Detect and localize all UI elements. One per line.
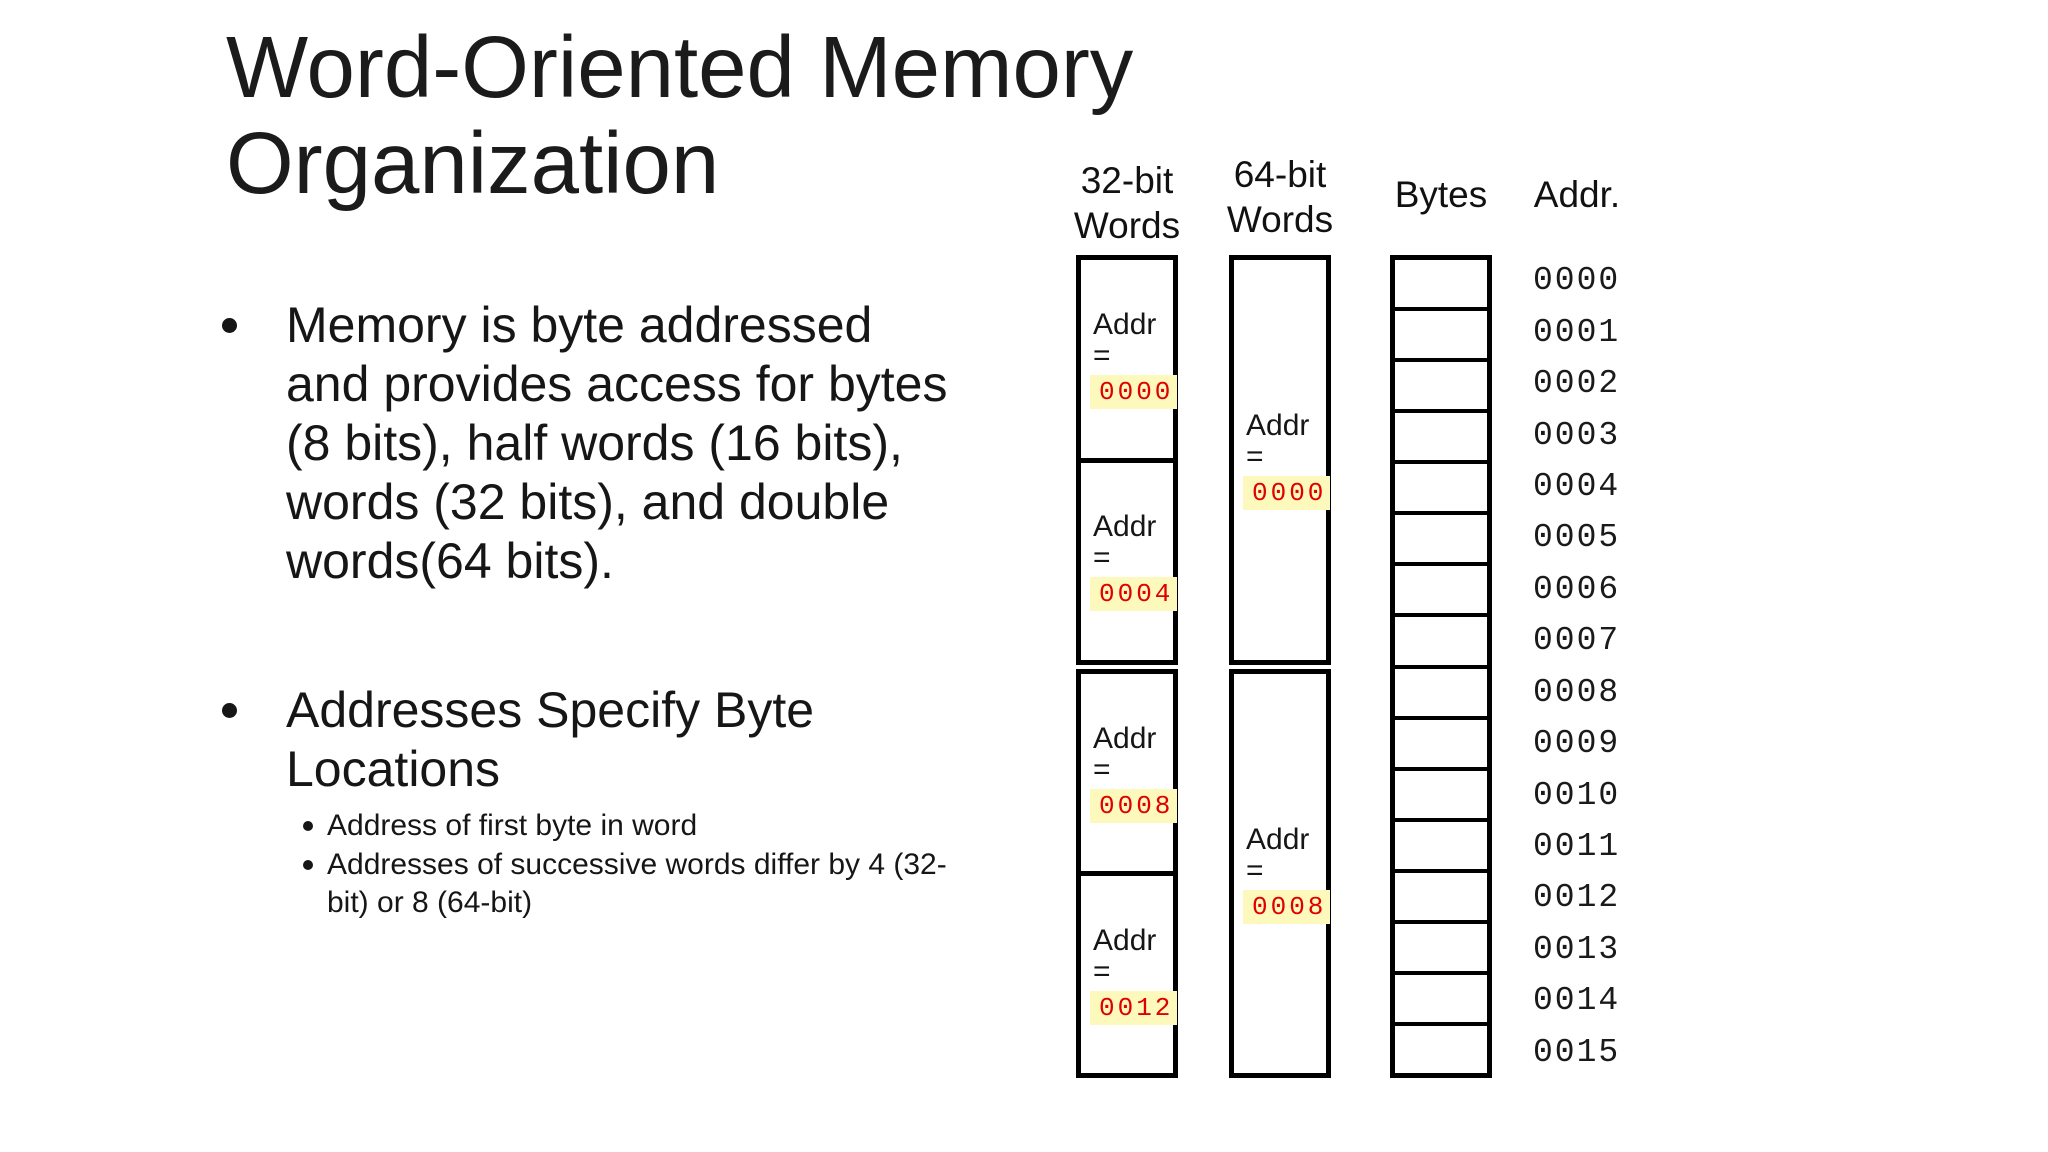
byte-cell xyxy=(1395,715,1487,767)
text-line: Addresses Specify Byte xyxy=(286,682,815,738)
sub-bullet-marker xyxy=(303,821,313,831)
text-line: and provides access for bytes xyxy=(286,356,948,412)
byte-cell xyxy=(1395,460,1487,512)
address-row: 0013 xyxy=(1533,930,1621,968)
byte-cell xyxy=(1395,613,1487,665)
byte-cell xyxy=(1395,868,1487,920)
byte-cell xyxy=(1395,664,1487,716)
text-line: 64-bit xyxy=(1233,154,1327,195)
byte-cell xyxy=(1395,817,1487,869)
byte-cell xyxy=(1395,260,1487,308)
text-line: Memory is byte addressed xyxy=(286,297,873,353)
address-row: 0012 xyxy=(1533,879,1621,917)
address-row: 0007 xyxy=(1533,622,1621,660)
text-line: Address of first byte in word xyxy=(327,809,698,842)
address-row: 0008 xyxy=(1533,673,1621,711)
word-cell: Addr=0000 xyxy=(1234,260,1331,660)
byte-cell xyxy=(1395,409,1487,461)
equals-sign: = xyxy=(1093,541,1111,575)
text-line: words(64 bits). xyxy=(286,533,614,589)
equals-sign: = xyxy=(1093,338,1111,372)
equals-sign: = xyxy=(1246,853,1264,887)
addr-label: Addr xyxy=(1093,307,1157,341)
text-line: Locations xyxy=(286,741,501,797)
header-addr: Addr. xyxy=(1533,174,1621,215)
byte-cell xyxy=(1395,307,1487,359)
text-line: 32-bit xyxy=(1080,160,1174,201)
addr-value-highlight: 0008 xyxy=(1090,788,1178,823)
address-row: 0005 xyxy=(1533,519,1621,557)
address-row: 0002 xyxy=(1533,365,1621,403)
equals-sign: = xyxy=(1093,954,1111,988)
addr-value-highlight: 0000 xyxy=(1090,374,1178,409)
word-cell: Addr=0008 xyxy=(1234,674,1331,1073)
text-line: Words xyxy=(1226,199,1334,240)
address-row: 0000 xyxy=(1533,262,1621,300)
text-line: (8 bits), half words (16 bits), xyxy=(286,415,903,471)
equals-sign: = xyxy=(1093,752,1111,786)
text-line: words (32 bits), and double xyxy=(286,474,890,530)
word-cell: Addr=0008 xyxy=(1081,674,1178,871)
byte-cell xyxy=(1395,562,1487,614)
byte-cell xyxy=(1395,1021,1487,1073)
text-line: Organization xyxy=(226,115,720,212)
word-cell: Addr=0012 xyxy=(1081,871,1178,1073)
addr-value-highlight: 0000 xyxy=(1243,476,1331,510)
bullet-marker xyxy=(222,703,237,718)
byte-cell xyxy=(1395,766,1487,818)
addr-label: Addr xyxy=(1093,923,1157,957)
address-row: 0004 xyxy=(1533,467,1621,505)
byte-cell xyxy=(1395,919,1487,971)
addr-label: Addr xyxy=(1093,721,1157,755)
column-bytes xyxy=(1390,255,1492,1078)
equals-sign: = xyxy=(1246,440,1264,473)
text-line: bit) or 8 (64-bit) xyxy=(327,886,533,919)
word-cell: Addr=0004 xyxy=(1081,457,1178,661)
word-box: Addr=0008 xyxy=(1229,669,1331,1078)
addr-value-highlight: 0008 xyxy=(1243,889,1331,924)
sub-bullet-marker xyxy=(303,860,313,870)
addr-label: Addr xyxy=(1246,822,1310,856)
addr-value-highlight: 0012 xyxy=(1090,990,1178,1025)
addr-label: Addr xyxy=(1246,409,1310,442)
word-cell: Addr=0000 xyxy=(1081,260,1178,458)
address-row: 0006 xyxy=(1533,570,1621,608)
header-bytes: Bytes xyxy=(1394,174,1488,215)
address-row: 0011 xyxy=(1533,828,1621,866)
bullet-marker xyxy=(222,318,237,333)
address-row: 0009 xyxy=(1533,725,1621,763)
byte-cell xyxy=(1395,511,1487,563)
addr-value-highlight: 0004 xyxy=(1090,577,1178,612)
address-row: 0015 xyxy=(1533,1033,1621,1071)
column-addresses: 0000 0001 0002 0003 0004 0005 0006 0007 0008 0009… xyxy=(1521,255,1651,1078)
sub-bullet-first-byte: Address of first byte in word xyxy=(327,807,697,845)
text-line: Words xyxy=(1073,205,1181,246)
text-line: Addresses of successive words differ by … xyxy=(327,848,947,881)
sub-bullet-successive-words: Addresses of successive words differ by … xyxy=(327,846,947,922)
address-row: 0010 xyxy=(1533,776,1621,814)
addr-label: Addr xyxy=(1093,510,1157,544)
byte-cell xyxy=(1395,970,1487,1022)
address-row: 0001 xyxy=(1533,313,1621,351)
byte-cell xyxy=(1395,358,1487,410)
address-row: 0014 xyxy=(1533,982,1621,1020)
address-row: 0003 xyxy=(1533,416,1621,454)
text-line: Word-Oriented Memory xyxy=(226,19,1134,116)
word-box: Addr=0000 xyxy=(1229,255,1331,665)
